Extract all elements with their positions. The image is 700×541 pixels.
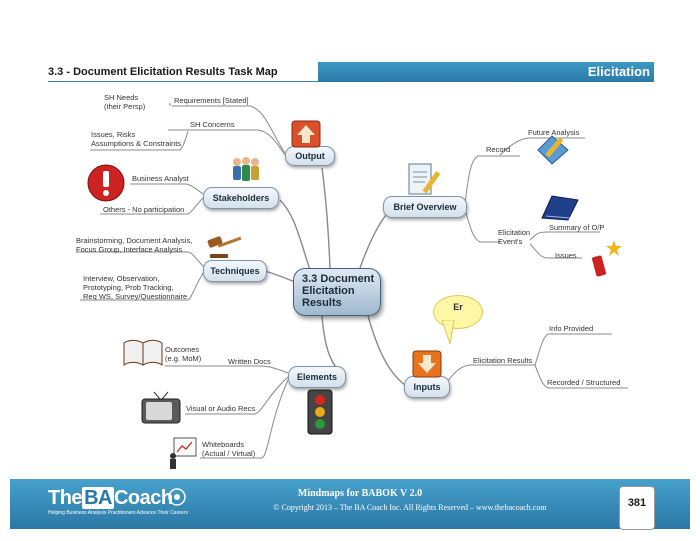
label-others: Others - No participation [103, 205, 185, 214]
document-pencil-icon [408, 163, 441, 195]
section-banner: Elicitation [318, 62, 654, 82]
central-topic: 3.3 Document Elicitation Results [293, 268, 381, 316]
label-sh-needs: SH Needs (their Persp) [104, 93, 146, 111]
label-future-analysis: Future Analysis [528, 128, 580, 137]
label-elicitation-events: Elicitation Event's [498, 228, 531, 246]
label-business-analyst: Business Analyst [132, 174, 189, 183]
logo-coach: Coach [113, 487, 173, 509]
output-arrow-icon [291, 120, 321, 148]
label-record: Record [486, 145, 511, 154]
node-output: Output [285, 146, 335, 166]
label-elicitation-results: Elicitation Results [473, 356, 533, 365]
node-brief-overview: Brief Overview [383, 196, 467, 218]
label-requirements: Requirements [Stated] [174, 96, 249, 105]
label-recorded: Recorded / Structured [547, 378, 621, 387]
footer-band [10, 479, 690, 529]
callout-bubble: Er [433, 295, 483, 329]
label-brainstorming: Brainstorming, Document Analysis, Focus … [76, 236, 193, 254]
header-rule [48, 81, 318, 82]
footer-copyright: © Copyright 2013 – The BA Coach Inc. All… [273, 503, 547, 512]
node-inputs: Inputs [404, 376, 450, 398]
logo-badge-icon [168, 488, 186, 506]
label-summary: Summary of O/P [549, 223, 605, 232]
label-sh-concerns: SH Concerns [190, 120, 235, 129]
folder-icon [541, 195, 579, 221]
label-issues: Issues [555, 251, 577, 260]
label-issues-risks: Issues, Risks Assumptions & Constraints [91, 130, 182, 148]
node-techniques: Techniques [203, 260, 267, 282]
label-info-provided: Info Provided [549, 324, 594, 333]
label-visual-audio: Visual or Audio Recs [186, 404, 256, 413]
node-elements: Elements [288, 366, 346, 388]
section-title: Elicitation [587, 64, 650, 79]
footer-title: Mindmaps for BABOK V 2.0 [297, 488, 423, 499]
label-written-docs: Written Docs [228, 357, 271, 366]
node-stakeholders: Stakeholders [203, 187, 279, 209]
traffic-light-icon [307, 389, 333, 435]
label-interview: Interview, Observation, Prototyping, Pro… [83, 274, 188, 301]
whiteboard-icon [170, 437, 197, 469]
firecracker-icon [592, 240, 622, 277]
logo-ba: BA [82, 487, 114, 509]
brand-tagline: Helping Business Analysis Practitioners … [48, 510, 188, 516]
label-whiteboards: Whiteboards (Actual / Virtual) [202, 440, 256, 458]
page-number: 381 [619, 486, 655, 530]
warning-icon [87, 164, 125, 202]
gavel-icon [207, 236, 242, 258]
pencil-icon [537, 135, 569, 165]
book-icon [123, 339, 163, 366]
logo-the: The [48, 487, 83, 509]
callout-tail [441, 320, 455, 345]
people-icon [233, 157, 259, 181]
page-title: 3.3 - Document Elicitation Results Task … [48, 66, 278, 78]
input-arrow-icon [412, 350, 442, 378]
label-outcomes: Outcomes (e.g. MoM) [165, 345, 202, 363]
tv-icon [141, 391, 181, 424]
